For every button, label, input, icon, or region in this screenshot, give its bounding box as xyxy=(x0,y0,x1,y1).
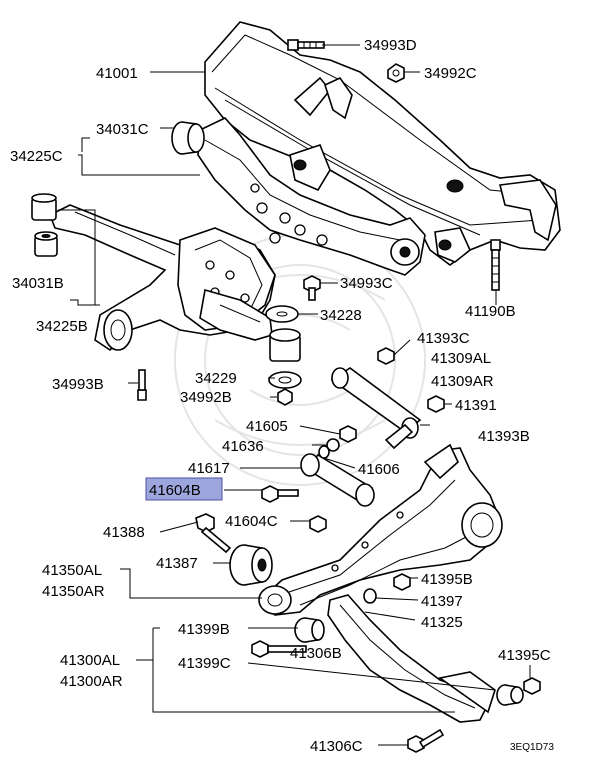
bolt-34993C xyxy=(303,275,321,301)
label-41606[interactable]: 41606 xyxy=(358,461,400,478)
bolt-34993D xyxy=(287,39,325,51)
label-41604B[interactable]: 41604B xyxy=(149,482,201,499)
washer-34228 xyxy=(265,305,299,323)
label-34228[interactable]: 34228 xyxy=(320,307,362,324)
label-41309AL[interactable]: 41309AL xyxy=(431,350,491,367)
bushing-34031C xyxy=(171,121,205,155)
label-34992B[interactable]: 34992B xyxy=(180,389,232,406)
bushing-41399B xyxy=(294,617,325,643)
label-41300AR[interactable]: 41300AR xyxy=(60,673,123,690)
label-41393B[interactable]: 41393B xyxy=(478,428,530,445)
label-34992C[interactable]: 34992C xyxy=(424,65,477,82)
nut-34992C xyxy=(387,63,405,83)
label-34225B[interactable]: 34225B xyxy=(36,318,88,335)
nut-34992B xyxy=(277,388,293,406)
label-41350AR[interactable]: 41350AR xyxy=(42,583,105,600)
label-41300AL[interactable]: 41300AL xyxy=(60,652,120,669)
label-41350AL[interactable]: 41350AL xyxy=(42,562,102,579)
bolt-41604C xyxy=(309,515,327,533)
bushing-34031B-upper xyxy=(31,193,57,221)
bolt-41604B xyxy=(261,485,299,503)
label-41395B[interactable]: 41395B xyxy=(421,571,473,588)
bolt-41190B xyxy=(490,239,501,291)
bushing-34031B-lower xyxy=(34,231,58,257)
label-41604C[interactable]: 41604C xyxy=(225,513,278,530)
bushing-41387 xyxy=(229,544,273,586)
nut-41395C xyxy=(523,677,541,695)
bushing-34229-upper xyxy=(269,328,301,362)
label-41306B[interactable]: 41306B xyxy=(290,645,342,662)
diagram-code: 3EQ1D73 xyxy=(510,742,554,753)
nut-41395B xyxy=(393,573,411,591)
diff-mount-member-34225C xyxy=(197,117,426,276)
label-41325[interactable]: 41325 xyxy=(421,614,463,631)
nut-41391 xyxy=(427,395,445,413)
label-41306C[interactable]: 41306C xyxy=(310,738,363,755)
trailing-arm-41350 xyxy=(258,443,503,616)
highlight-41604B xyxy=(145,477,223,501)
label-34031B[interactable]: 34031B xyxy=(12,275,64,292)
label-41617[interactable]: 41617 xyxy=(188,460,230,477)
part-labels: 34993D 34992C 41001 34031C 34225C 34031B… xyxy=(10,37,554,755)
label-34993D[interactable]: 34993D xyxy=(364,37,417,54)
nut-41393C xyxy=(377,347,395,365)
lower-arm-41300 xyxy=(327,594,496,723)
bolt-41306C xyxy=(407,728,445,753)
label-41636[interactable]: 41636 xyxy=(222,438,264,455)
label-34993C[interactable]: 34993C xyxy=(340,275,393,292)
bolt-41388 xyxy=(195,513,232,554)
label-41387[interactable]: 41387 xyxy=(156,555,198,572)
nut-41605 xyxy=(339,425,357,443)
label-41605[interactable]: 41605 xyxy=(246,418,288,435)
label-41397[interactable]: 41397 xyxy=(421,593,463,610)
bolt-41306B xyxy=(251,640,307,658)
bushing-41399C xyxy=(496,684,524,706)
label-41001[interactable]: 41001 xyxy=(96,65,138,82)
washer-41397 xyxy=(363,588,377,604)
washer-41606 xyxy=(318,445,330,459)
label-34993B[interactable]: 34993B xyxy=(52,376,104,393)
bolt-34993B xyxy=(137,369,147,401)
label-41393C[interactable]: 41393C xyxy=(417,330,470,347)
upper-arm-41617 xyxy=(300,453,375,507)
crossmember-41001 xyxy=(204,21,561,266)
label-41399C[interactable]: 41399C xyxy=(178,655,231,672)
differential-assembly xyxy=(48,204,288,353)
label-34225C[interactable]: 34225C xyxy=(10,148,63,165)
label-41190B[interactable]: 41190B xyxy=(465,303,516,320)
label-34229[interactable]: 34229 xyxy=(195,370,237,387)
bolt-41393B xyxy=(384,423,414,450)
label-41395C[interactable]: 41395C xyxy=(498,647,551,664)
label-41399B[interactable]: 41399B xyxy=(178,621,230,638)
label-34031C[interactable]: 34031C xyxy=(96,121,149,138)
label-41309AR[interactable]: 41309AR xyxy=(431,373,494,390)
label-41388[interactable]: 41388 xyxy=(103,524,145,541)
label-41391[interactable]: 41391 xyxy=(455,397,497,414)
washer-34229 xyxy=(268,371,302,389)
leader-lines xyxy=(58,44,531,746)
